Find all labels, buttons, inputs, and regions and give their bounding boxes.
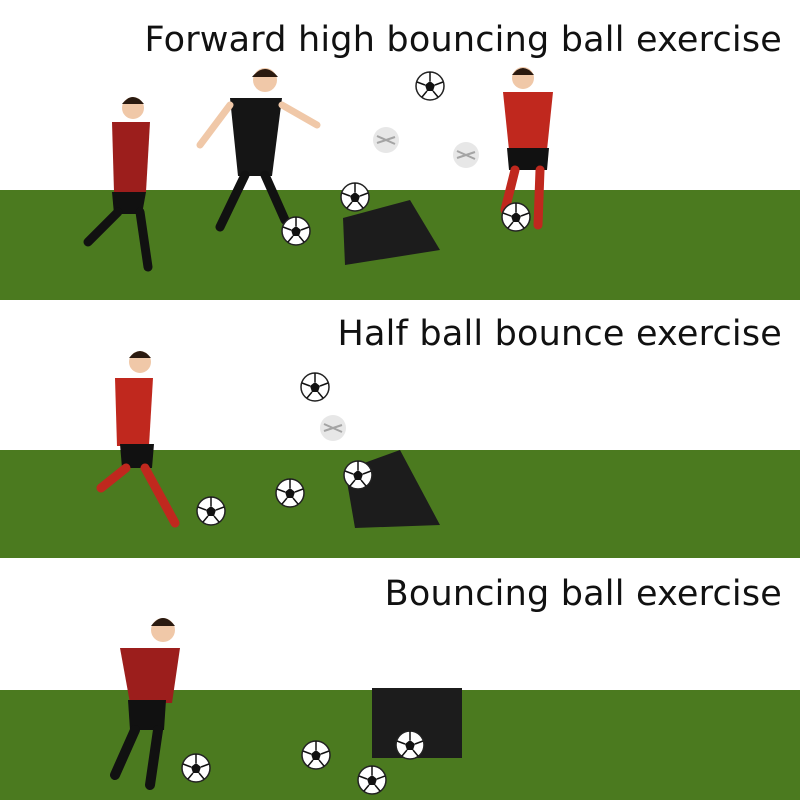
ball	[501, 202, 531, 232]
player-red-4	[110, 618, 180, 790]
ball-motion	[452, 141, 480, 169]
rebounder-1	[343, 200, 440, 265]
ball	[300, 372, 330, 402]
ball	[281, 216, 311, 246]
player-red-2	[500, 67, 553, 230]
exercise-title-bouncing: Bouncing ball exercise	[384, 574, 782, 614]
exercise-title-half-bounce: Half ball bounce exercise	[337, 314, 782, 354]
player-red-1	[83, 97, 153, 272]
ball	[275, 478, 305, 508]
ball	[357, 765, 387, 795]
ball	[415, 71, 445, 101]
ball-motion	[372, 126, 400, 154]
ball	[343, 460, 373, 490]
ball	[340, 182, 370, 212]
ball	[395, 730, 425, 760]
exercise-title-forward-high: Forward high bouncing ball exercise	[144, 20, 782, 60]
ball	[181, 753, 211, 783]
ball	[301, 740, 331, 770]
player-black	[196, 68, 321, 232]
ball-motion	[319, 414, 347, 442]
ball	[196, 496, 226, 526]
player-red-3	[96, 351, 180, 528]
